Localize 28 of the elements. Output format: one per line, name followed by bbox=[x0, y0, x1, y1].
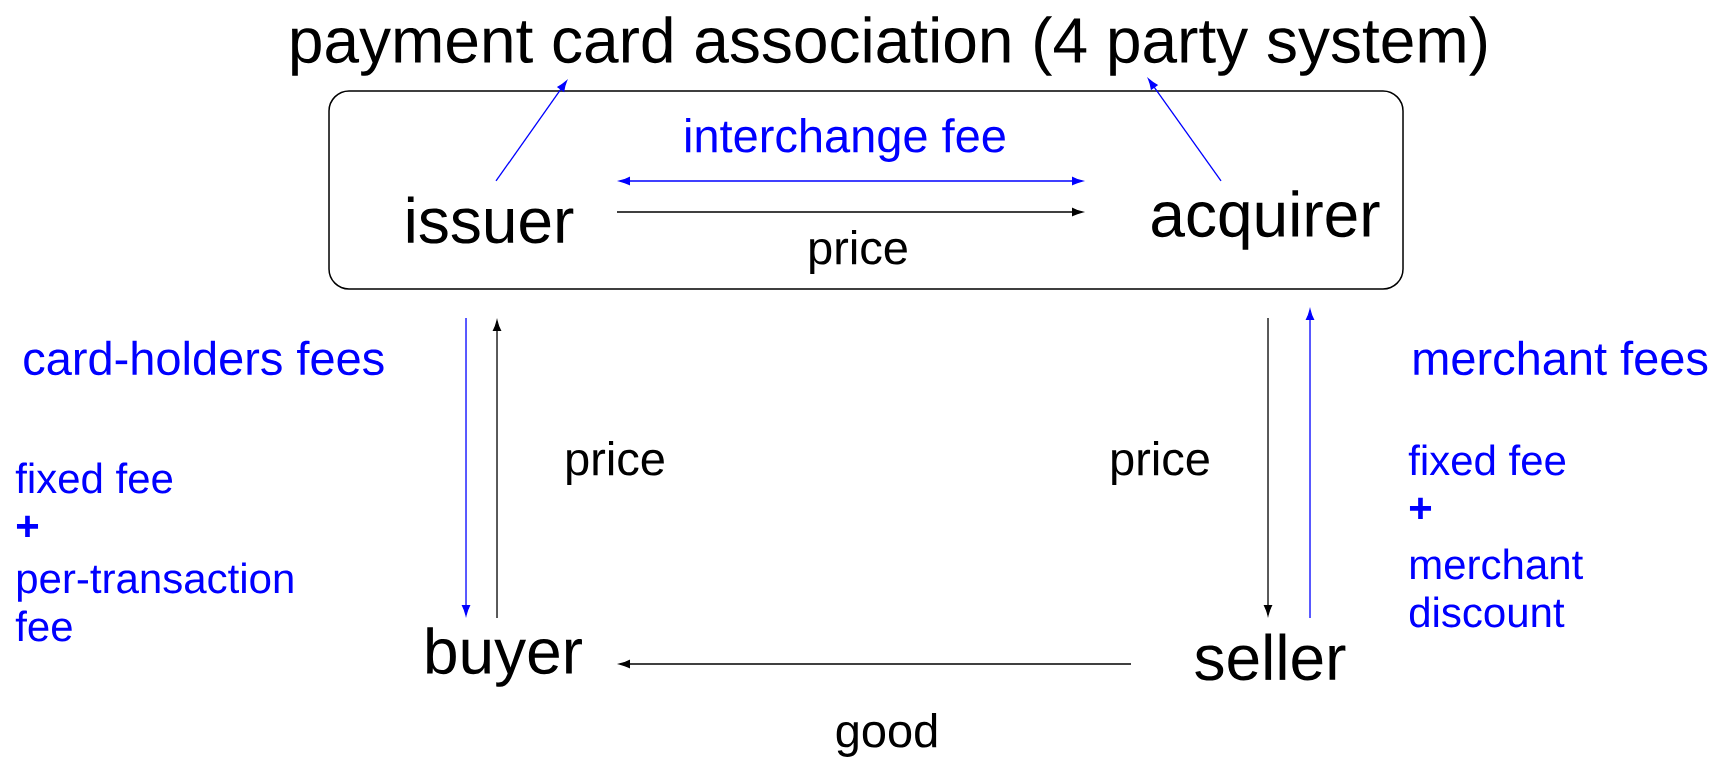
heading-text: payment card association (4 party system) bbox=[292, 16, 1486, 76]
arrow bbox=[616, 207, 1083, 217]
edge-label: interchange fee bbox=[681, 116, 1009, 164]
arrow bbox=[1148, 78, 1222, 182]
fee-label: per-transaction fee bbox=[15, 562, 293, 642]
fee-label: merchant fees bbox=[1414, 340, 1708, 376]
node-label: seller bbox=[1195, 633, 1346, 681]
arrow bbox=[619, 659, 1132, 669]
group-box bbox=[328, 90, 1404, 290]
arrow bbox=[619, 176, 1083, 186]
node-label: acquirer bbox=[1152, 190, 1380, 250]
node-label: issuer bbox=[407, 196, 574, 244]
edge-label: good bbox=[832, 711, 942, 759]
fee-label: merchant discount bbox=[1409, 548, 1583, 628]
edge-label: price bbox=[805, 228, 911, 276]
arrow bbox=[1305, 309, 1315, 619]
edge-label: price bbox=[1107, 439, 1213, 487]
fee-label: fixed fee bbox=[1408, 444, 1566, 476]
fee-label: + bbox=[1409, 497, 1432, 519]
arrow bbox=[495, 80, 567, 182]
fee-label: card-holders fees bbox=[24, 340, 384, 376]
edge-label: price bbox=[562, 439, 668, 487]
fee-label: + bbox=[16, 515, 39, 537]
arrow bbox=[492, 320, 502, 619]
fee-label: fixed fee bbox=[15, 462, 173, 494]
node-label: buyer bbox=[427, 627, 582, 687]
arrow bbox=[1263, 317, 1273, 616]
arrow bbox=[461, 317, 471, 616]
